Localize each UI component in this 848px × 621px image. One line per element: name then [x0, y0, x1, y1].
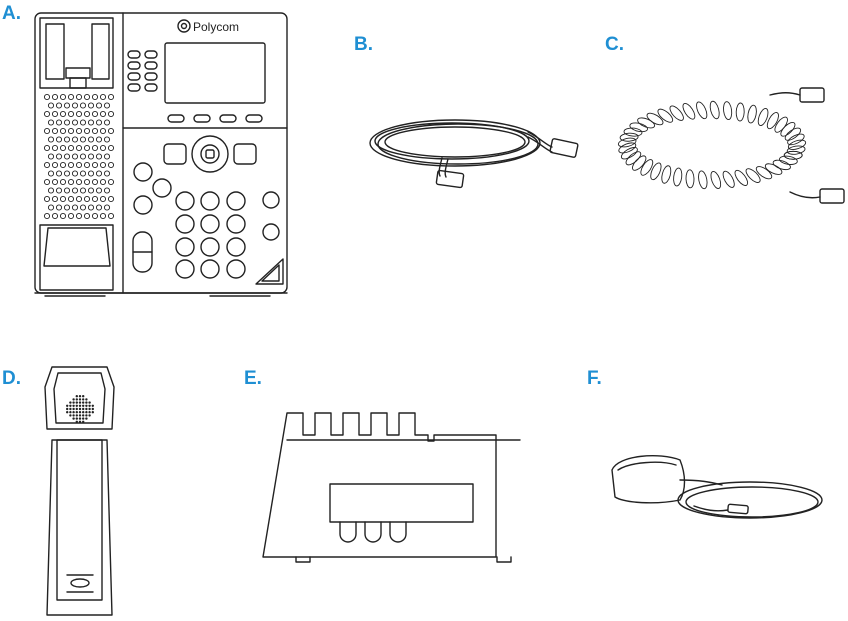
ethernet-cable-icon	[370, 120, 578, 188]
phone-stand-icon	[263, 413, 520, 562]
coiled-handset-cord-icon	[617, 88, 844, 203]
polycom-logo-text: Polycom	[193, 20, 239, 34]
desk-phone-icon	[35, 13, 287, 296]
handset-icon	[45, 367, 114, 615]
power-adapter-icon	[612, 456, 822, 518]
